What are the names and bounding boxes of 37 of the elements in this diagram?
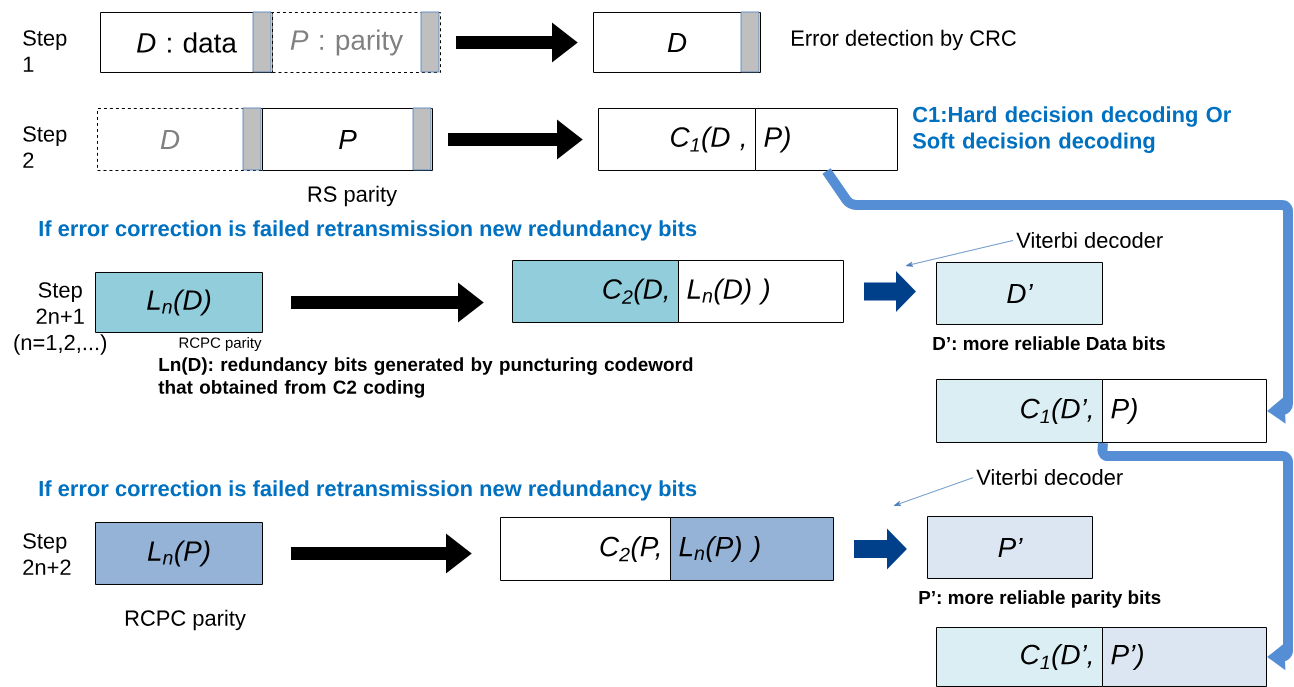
data-block: L$_{n}$(D) [95, 272, 263, 333]
decoder-label: Viterbi decoder [976, 468, 1123, 486]
decoder-label: Viterbi decoder [1016, 231, 1163, 249]
data-block: P’ [927, 516, 1093, 579]
data-block: L$_{n}$(P) ) [670, 517, 834, 581]
data-block: L$_{n}$(P) [95, 522, 263, 585]
data-block: C$_{1}$(D’, [936, 379, 1103, 443]
arrow [1097, 442, 1293, 671]
data-block: P [262, 107, 433, 171]
note-text: Ln(D): redundancy bits generated by puncturing codeword that obtained from C2 coding [158, 357, 693, 398]
note-text: P’: more reliable parity bits [919, 590, 1161, 608]
data-block: L$_{n}$(D) ) [678, 260, 844, 323]
step-label: Step 2n+2 [23, 533, 71, 575]
heading-text: C1:Hard decision decoding Or Soft decision decoding [912, 106, 1231, 153]
heading-text: If error correction is failed retransmission new redundancy bits [39, 220, 697, 241]
block-caption: Error detection by CRC [792, 29, 1016, 51]
block-caption: RS parity [308, 185, 397, 207]
data-block: D : data [100, 11, 273, 73]
block-caption: RCPC parity [125, 609, 246, 631]
leader-line [893, 477, 974, 506]
note-text: D’: more reliable Data bits [933, 336, 1165, 351]
data-block: C$_{2}$(P, [500, 517, 671, 581]
data-block: C$_{1}$(D , [598, 108, 756, 171]
data-block: D [97, 107, 263, 171]
leader-line [905, 240, 1014, 267]
step-label: Step 2 [23, 126, 67, 168]
block-caption: RCPC parity [179, 337, 262, 351]
data-block: C$_{1}$(D’, [936, 627, 1103, 687]
step-label: Step 1 [23, 30, 67, 72]
data-block: P) [755, 108, 898, 171]
data-block: D’ [936, 262, 1103, 325]
data-block: C$_{2}$(D, [512, 260, 679, 323]
data-block: P’) [1102, 627, 1267, 687]
data-block: P) [1102, 379, 1267, 443]
data-block: D [593, 11, 761, 73]
heading-text: If error correction is failed retransmission new redundancy bits [39, 480, 697, 501]
data-block: P : parity [272, 11, 441, 73]
